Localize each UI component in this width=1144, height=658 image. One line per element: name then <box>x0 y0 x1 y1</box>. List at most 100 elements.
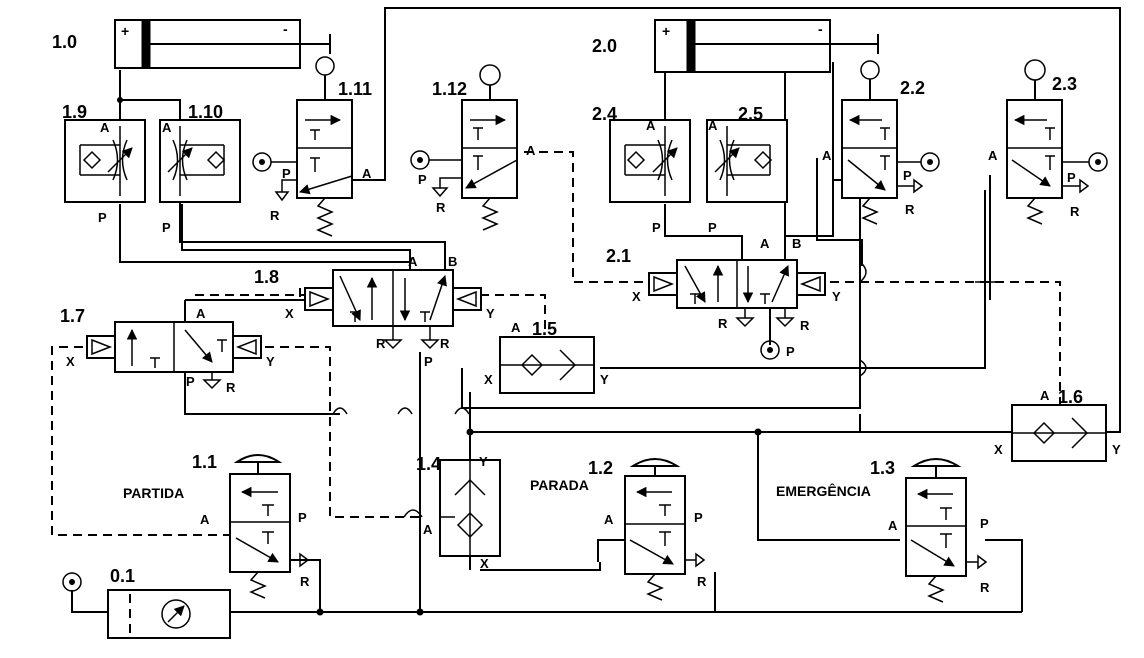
directional-valve-1-8-port-a: A <box>408 254 418 269</box>
limit-valve-1-11-port-r: R <box>270 208 280 223</box>
limit-valve-1-12-port-r: R <box>436 200 446 215</box>
shuttle-valve-1-6-tag: 1.6 <box>1058 387 1083 407</box>
directional-valve-1-7-port-x: X <box>66 354 75 369</box>
push-button-valve-1-3-port-p: P <box>980 516 989 531</box>
cylinder-2-0-tag: 2.0 <box>592 36 617 56</box>
limit-valve-2-2-tag: 2.2 <box>900 78 925 98</box>
limit-valve-2-2-port-p: P <box>903 168 912 183</box>
flow-control-2-5-port-p: P <box>708 220 717 235</box>
limit-valve-2-2 <box>841 60 940 225</box>
directional-valve-1-8-port-x: X <box>285 306 294 321</box>
directional-valve-1-7-tag: 1.7 <box>60 306 85 326</box>
and-valve-1-4-port-x: X <box>480 556 489 571</box>
directional-valve-1-7-port-r: R <box>226 380 236 395</box>
shuttle-valve-1-6-port-y: Y <box>1112 442 1121 457</box>
flow-control-1-9-port-p: P <box>98 210 107 225</box>
push-button-valve-1-3 <box>905 458 988 603</box>
directional-valve-2-1-port-r2: R <box>800 318 810 333</box>
directional-valve-1-8-port-y: Y <box>486 306 495 321</box>
flow-control-1-9-tag: 1.9 <box>62 102 87 122</box>
line-crossings <box>332 261 995 518</box>
limit-valve-2-3-port-a: A <box>988 148 998 163</box>
push-button-valve-1-2-tag: 1.2 <box>588 458 613 478</box>
shuttle-valve-1-5-port-a: A <box>511 320 521 335</box>
directional-valve-1-8-port-b: B <box>448 254 457 269</box>
directional-valve-1-7-port-a: A <box>196 306 206 321</box>
push-button-valve-1-2-port-r: R <box>697 574 707 589</box>
push-button-valve-1-2 <box>624 458 706 601</box>
push-button-valve-1-3-tag: 1.3 <box>870 458 895 478</box>
directional-valve-2-1 <box>648 259 826 360</box>
flow-control-2-4-port-a: A <box>646 118 656 133</box>
directional-valve-2-1-port-x: X <box>632 289 641 304</box>
shuttle-valve-1-6-port-a: A <box>1040 388 1050 403</box>
push-button-valve-1-3-port-a: A <box>888 518 898 533</box>
push-button-valve-1-1-port-a: A <box>200 512 210 527</box>
limit-valve-1-11-tag: 1.11 <box>338 79 372 99</box>
limit-valve-2-2-port-r: R <box>905 202 915 217</box>
cylinder-2-0: + - <box>654 19 879 73</box>
directional-valve-1-8-port-r2: R <box>440 336 450 351</box>
shuttle-valve-1-5-port-y: Y <box>600 372 609 387</box>
flow-control-2-4-tag: 2.4 <box>592 104 617 124</box>
cylinder-1-0-minus: - <box>283 21 288 37</box>
and-valve-1-4-tag: 1.4 <box>416 454 441 474</box>
shuttle-valve-1-6 <box>1011 404 1107 462</box>
push-button-valve-1-1-name: PARTIDA <box>123 485 184 501</box>
push-button-valve-1-3-name: EMERGÊNCIA <box>776 482 871 499</box>
directional-valve-2-1-port-r1: R <box>718 316 728 331</box>
directional-valve-1-7-port-p: P <box>186 374 195 389</box>
limit-valve-2-3-port-p: P <box>1067 170 1076 185</box>
push-button-valve-1-2-port-a: A <box>604 512 614 527</box>
directional-valve-1-8-tag: 1.8 <box>254 267 279 287</box>
flow-control-2-4-port-p: P <box>652 220 661 235</box>
shuttle-valve-1-5-port-x: X <box>484 372 493 387</box>
directional-valve-1-8-port-r1: R <box>376 336 386 351</box>
limit-valve-2-3-port-r: R <box>1070 204 1080 219</box>
flow-control-2-5-tag: 2.5 <box>738 104 763 124</box>
shuttle-valve-1-5-tag: 1.5 <box>532 319 557 339</box>
limit-valve-1-12-tag: 1.12 <box>432 79 467 99</box>
flow-control-2-4 <box>609 119 691 203</box>
and-valve-1-4-port-y: Y <box>479 454 488 469</box>
limit-valve-1-12 <box>410 64 518 231</box>
flow-control-1-10-tag: 1.10 <box>188 102 223 122</box>
push-button-valve-1-1 <box>229 454 310 599</box>
air-supply-unit-0-1 <box>62 572 231 639</box>
junction-dots <box>117 97 762 616</box>
directional-valve-2-1-port-y: Y <box>832 289 841 304</box>
directional-valve-1-7 <box>86 321 262 390</box>
and-valve-1-4-port-a: A <box>423 522 433 537</box>
directional-valve-1-7-port-y: Y <box>266 354 275 369</box>
cylinder-1-0-tag: 1.0 <box>52 32 77 52</box>
push-button-valve-1-3-port-r: R <box>980 580 990 595</box>
push-button-valve-1-2-name: PARADA <box>530 477 589 493</box>
limit-valve-1-12-port-a: A <box>526 143 536 158</box>
limit-valve-2-2-port-a: A <box>822 148 832 163</box>
cylinder-1-0-plus: + <box>121 23 129 39</box>
air-supply-unit-0-1-tag: 0.1 <box>110 566 135 586</box>
directional-valve-2-1-port-b: B <box>792 236 801 251</box>
flow-control-1-10-port-a: A <box>162 120 172 135</box>
directional-valve-1-8-port-p: P <box>424 354 433 369</box>
limit-valve-1-11 <box>252 99 353 237</box>
push-button-valve-1-1-port-r: R <box>300 574 310 589</box>
push-button-valve-1-1-tag: 1.1 <box>192 452 217 472</box>
push-button-valve-1-1-port-p: P <box>298 510 307 525</box>
directional-valve-2-1-port-a: A <box>760 236 770 251</box>
flow-control-1-10-port-p: P <box>162 220 171 235</box>
cylinder-2-0-plus: + <box>662 23 670 39</box>
limit-valve-1-11-port-p: P <box>282 166 291 181</box>
shuttle-valve-1-6-port-x: X <box>994 442 1003 457</box>
flow-control-2-5-port-a: A <box>708 118 718 133</box>
directional-valve-2-1-port-p: P <box>786 344 795 359</box>
push-button-valve-1-2-port-p: P <box>694 510 703 525</box>
directional-valve-1-8 <box>304 269 482 350</box>
limit-valve-2-3-tag: 2.3 <box>1052 74 1077 94</box>
flow-control-1-10 <box>159 119 241 203</box>
limit-valve-1-11-port-a: A <box>362 166 372 181</box>
shuttle-valve-1-5 <box>499 336 595 394</box>
flow-control-1-9-port-a: A <box>100 120 110 135</box>
